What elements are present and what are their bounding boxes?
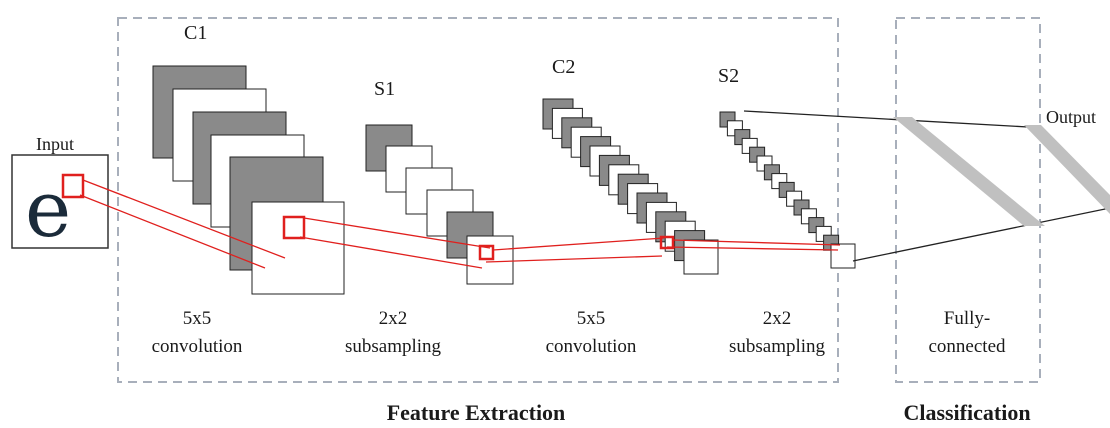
s2-label: S2 [718,65,739,87]
c2-label: C2 [552,56,575,78]
s1-receptive-field [478,244,495,261]
fully-connected-band [893,117,1045,226]
feature-extraction-box [117,17,839,383]
c2-receptive-field [659,235,675,250]
c2-feature-map [683,239,719,275]
input-image [11,154,109,249]
receptive-fields [61,173,841,269]
svg-text:subsampling: subsampling [345,336,442,357]
classifier-connections [743,110,1110,262]
svg-text:convolution: convolution [152,336,243,357]
c1-label: C1 [184,22,207,44]
c2-feature-maps [542,98,719,275]
svg-text:Fully-: Fully- [944,308,990,329]
svg-text:2x2: 2x2 [379,308,408,329]
classification-box [895,17,1041,383]
c1-receptive-field [282,215,306,240]
svg-text:connected: connected [928,336,1006,357]
input-label: Input [36,134,74,154]
s1-label: S1 [374,78,395,100]
classification-title: Classification [903,400,1030,425]
svg-text:2x2: 2x2 [763,308,792,329]
svg-text:convolution: convolution [546,336,637,357]
s2-feature-map [830,243,856,269]
svg-text:subsampling: subsampling [729,336,826,357]
s1-feature-maps [365,124,514,285]
svg-text:5x5: 5x5 [183,308,212,329]
operation-labels: 5x5 convolution 2x2 subsampling 5x5 conv… [152,308,1006,357]
output-band [1024,125,1110,214]
input-receptive-field [61,173,85,199]
svg-text:5x5: 5x5 [577,308,606,329]
s2-feature-maps [719,111,856,269]
output-label: Output [1046,107,1096,127]
feature-extraction-title: Feature Extraction [387,400,566,425]
c1-feature-maps [152,65,345,295]
